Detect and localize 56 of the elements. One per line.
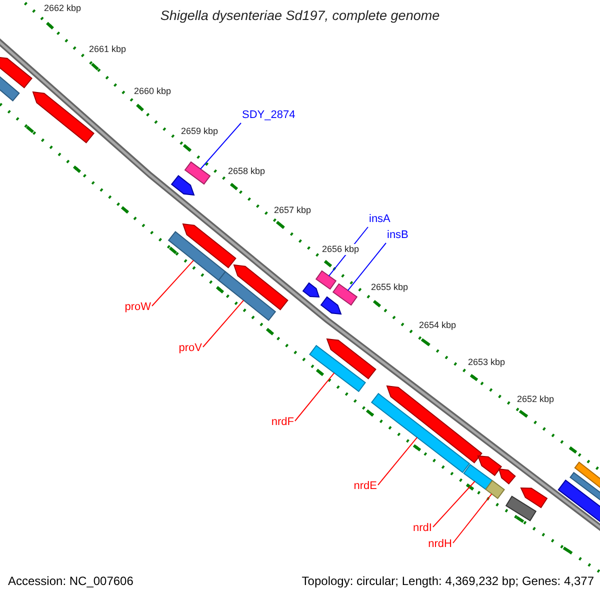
gene-bar xyxy=(32,91,94,144)
gene-bar xyxy=(0,56,32,88)
gene-bar xyxy=(0,76,20,102)
gene-label: nrdI xyxy=(413,522,432,535)
scale-label: 2652 kbp xyxy=(517,394,554,405)
scale-label: 2653 kbp xyxy=(468,357,506,368)
scale-label: 2654 kbp xyxy=(419,320,456,331)
gene-label: nrdE xyxy=(354,480,377,493)
leader-line xyxy=(452,493,492,544)
leader-line xyxy=(432,480,476,528)
gene-label: proV xyxy=(178,342,202,355)
scale-label: 2659 kbp xyxy=(181,126,218,137)
gene-bar xyxy=(485,480,505,500)
gene-label: nrdH xyxy=(428,538,452,551)
footer-text: Accession: NC_007606 xyxy=(8,574,134,589)
gene-bar xyxy=(302,282,320,298)
gene-bar xyxy=(520,487,548,508)
scale-label: 2658 kbp xyxy=(228,166,266,177)
scale-label: 2660 kbp xyxy=(134,86,172,97)
gene-label: SDY_2874 xyxy=(242,109,296,122)
gene-bar xyxy=(326,338,376,380)
leader-line xyxy=(152,260,194,306)
scale-label: 2661 kbp xyxy=(89,44,126,55)
gene-bar xyxy=(315,270,337,290)
gene-bar xyxy=(386,385,482,464)
scale-label: 2655 kbp xyxy=(371,282,408,293)
footer-text: Topology: circular; Length: 4,369,232 bp; Genes: 4,377 xyxy=(302,574,594,589)
gene-bar xyxy=(558,480,600,522)
gene-label: nrdF xyxy=(271,416,294,429)
scale-label: 2657 kbp xyxy=(274,205,312,216)
gene-bar xyxy=(182,223,236,268)
leader-line xyxy=(294,372,335,422)
leader-line xyxy=(378,436,418,486)
scale-label: 2656 kbp xyxy=(322,244,360,255)
gene-bar xyxy=(168,231,226,281)
gene-bar xyxy=(233,264,288,310)
gene-label: insB xyxy=(387,229,408,242)
gene-label: insA xyxy=(369,213,390,226)
gene-label: proW xyxy=(124,301,151,314)
gene-bar xyxy=(463,464,493,490)
gene-bar xyxy=(477,455,502,476)
gene-bar xyxy=(498,468,516,484)
leader-line xyxy=(202,300,244,348)
leader-line xyxy=(200,122,242,170)
gene-bar xyxy=(570,472,600,502)
gene-bar xyxy=(574,462,600,490)
gene-bar xyxy=(505,496,537,522)
gene-bar xyxy=(218,271,276,321)
gene-bar xyxy=(332,283,358,306)
gene-bar xyxy=(370,392,470,474)
gene-bar xyxy=(170,175,195,196)
gene-bar xyxy=(320,296,342,315)
gene-bar xyxy=(309,344,366,392)
scale-label: 2662 kbp xyxy=(44,3,82,14)
gene-bar xyxy=(184,161,211,185)
leader-line xyxy=(347,242,386,291)
